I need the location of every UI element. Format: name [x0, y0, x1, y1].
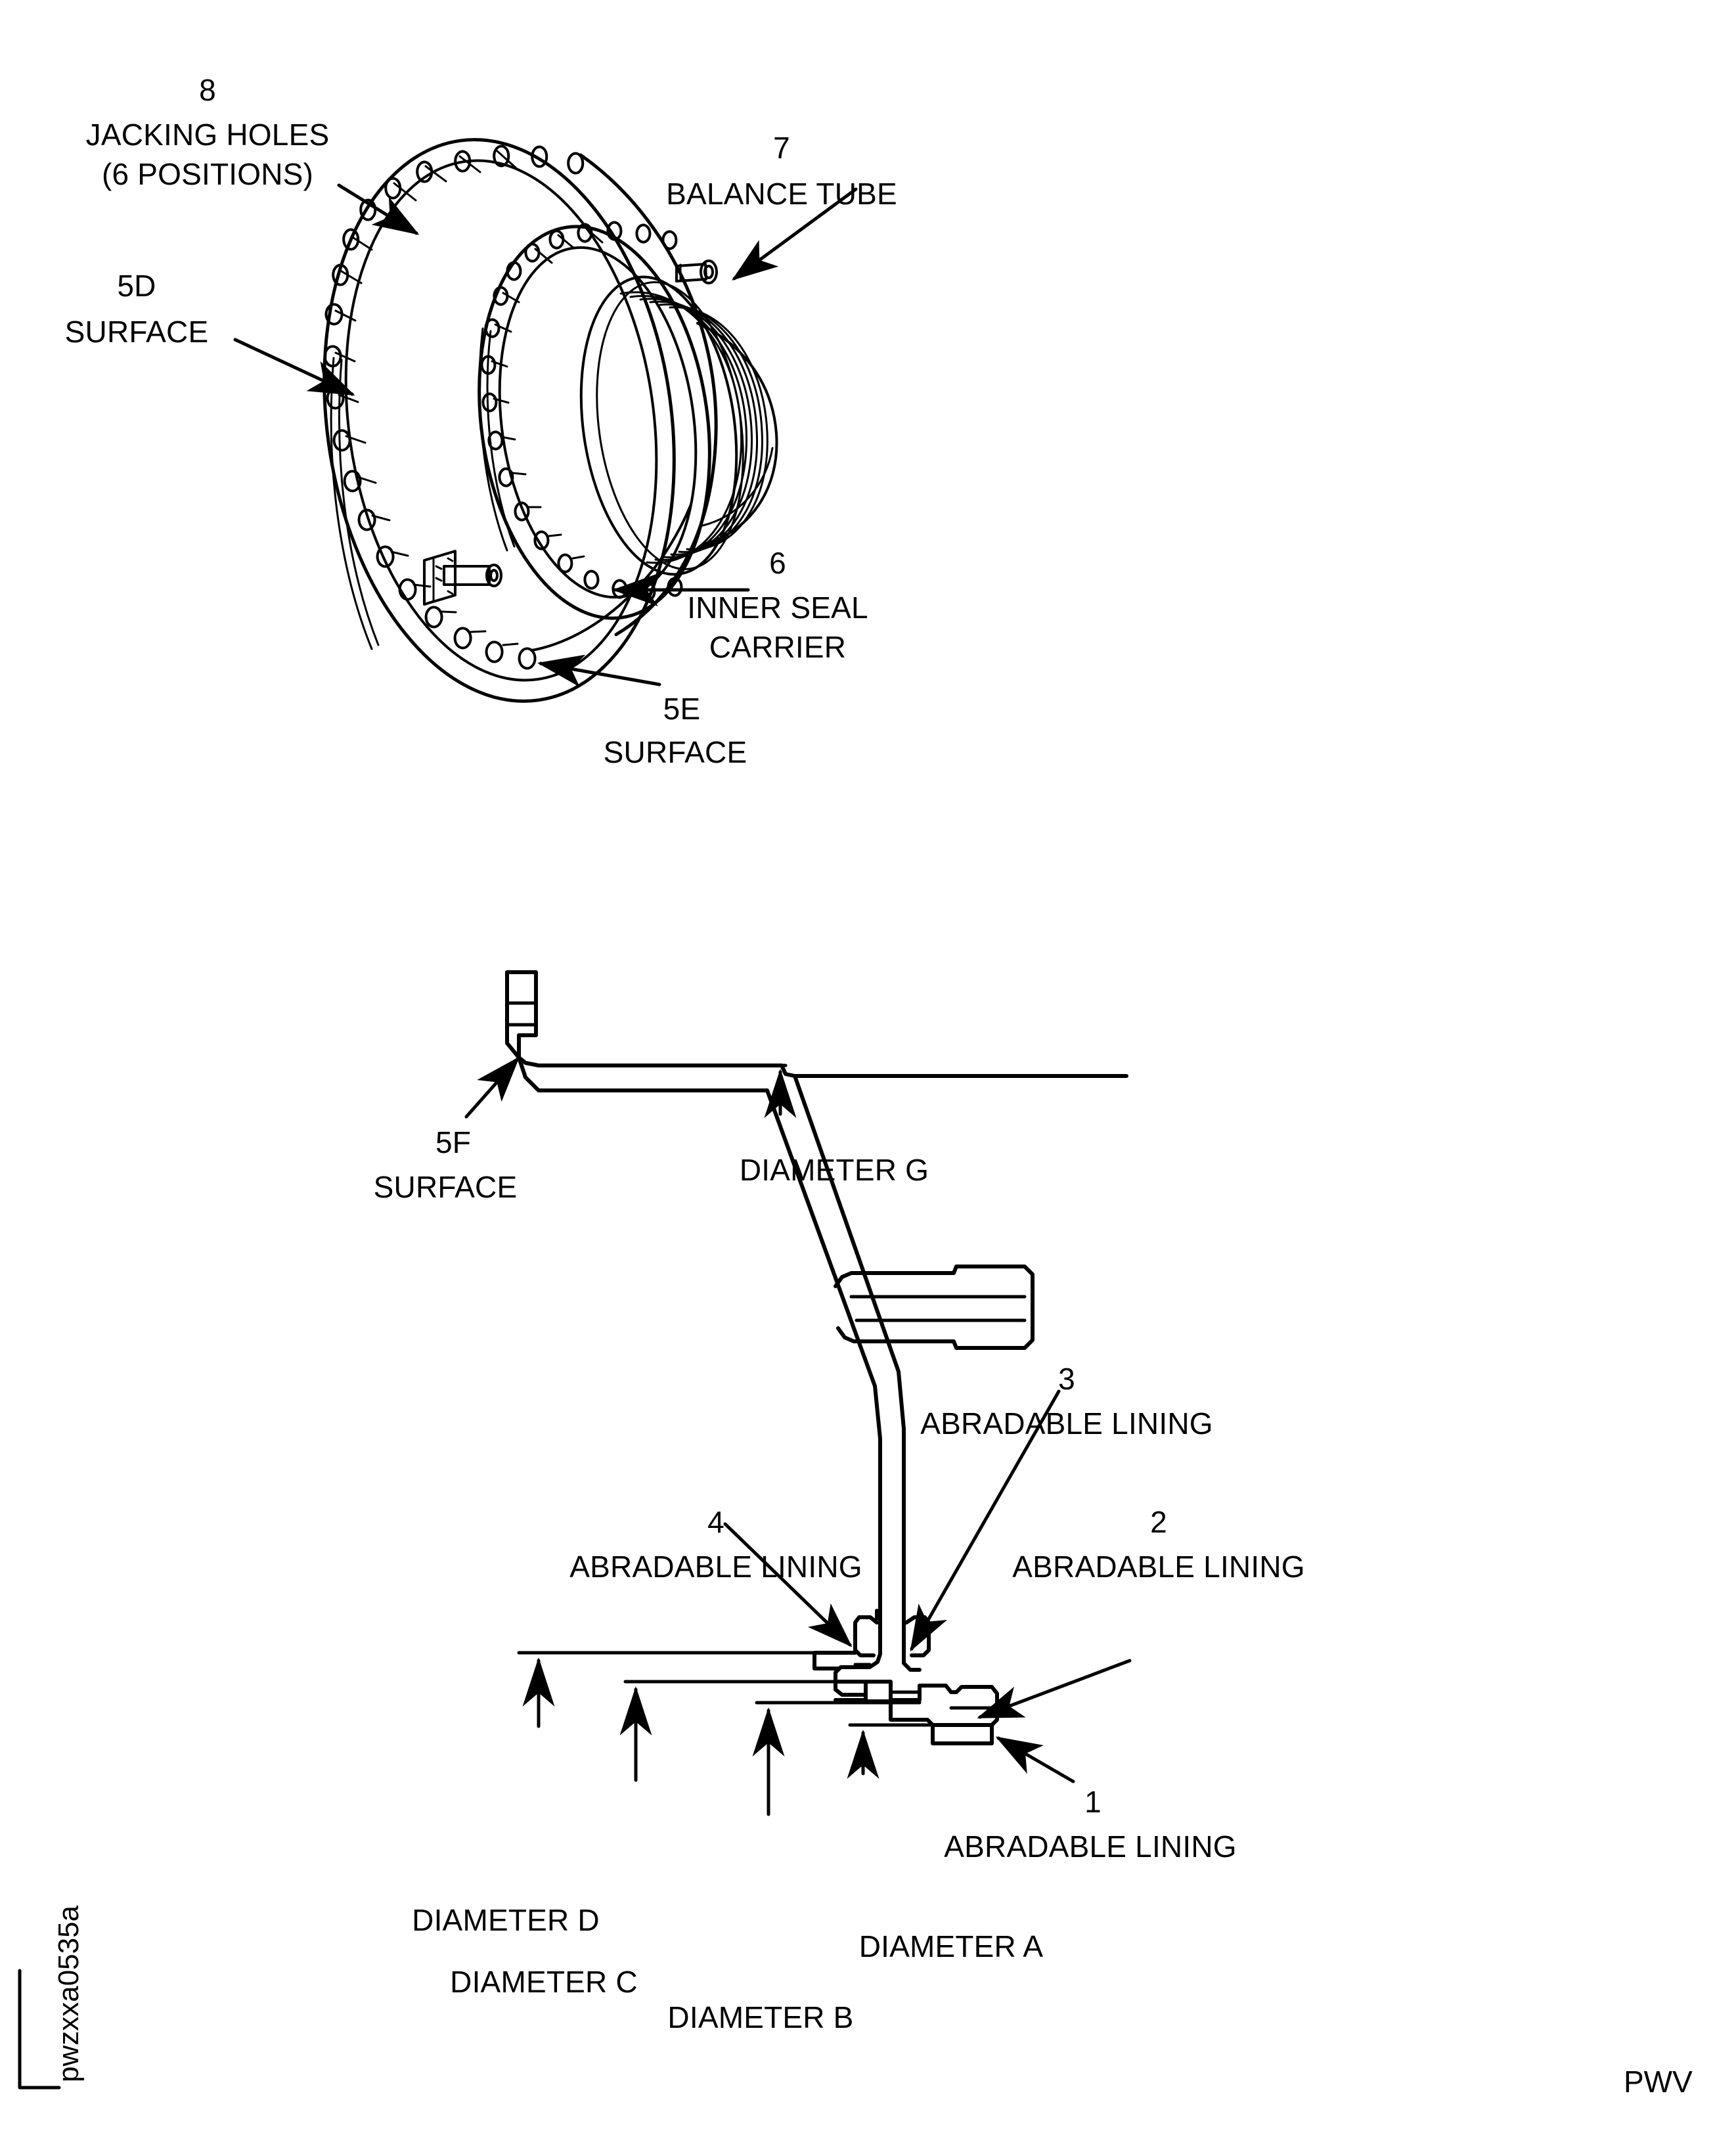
mounting-bracket-stud — [423, 550, 502, 606]
section-leaders — [464, 1056, 1132, 1783]
callout-number-6: 6 — [769, 546, 786, 580]
leader-abradable-4 — [723, 1522, 853, 1647]
leader-abradable-3 — [910, 1389, 1061, 1652]
callout-number-3: 3 — [1058, 1362, 1075, 1396]
outer-flange-bolt-holes — [323, 145, 585, 670]
leader-abradable-2 — [977, 1659, 1132, 1719]
leader-balance-tube — [731, 187, 858, 280]
drawing-code-vertical: pwzxxa0535a — [53, 1905, 85, 2082]
callout-label-abradable-4: ABRADABLE LINING — [569, 1550, 862, 1584]
callout-number-7: 7 — [773, 131, 790, 165]
callout-label-inner-seal-carrier-line1: INNER SEAL — [687, 591, 868, 625]
isometric-seal-ring — [323, 138, 778, 703]
leader-jacking-holes — [337, 183, 420, 235]
cross-section-profile — [505, 970, 1128, 1745]
leader-5e-surface — [537, 654, 661, 687]
callout-number-5e: 5E — [663, 692, 701, 726]
callout-label-abradable-2: ABRADABLE LINING — [1012, 1550, 1305, 1584]
callout-label-5e-surface: SURFACE — [603, 735, 747, 769]
mid-boss — [834, 1265, 1035, 1350]
footer-code: PWV — [1624, 2065, 1693, 2099]
inner-seal-carrier-rings — [579, 275, 778, 576]
callout-label-jacking-holes-line1: JACKING HOLES — [85, 118, 330, 152]
callout-number-1: 1 — [1084, 1785, 1102, 1819]
callout-number-8: 8 — [199, 73, 216, 107]
callout-label-abradable-3: ABRADABLE LINING — [920, 1406, 1213, 1441]
leader-abradable-1 — [995, 1736, 1075, 1783]
leader-5d-surface — [233, 338, 355, 396]
drawing-code-bracket — [18, 1969, 61, 2090]
callout-label-abradable-1: ABRADABLE LINING — [944, 1829, 1237, 1864]
dimension-lines — [517, 1064, 975, 1816]
callout-label-5f-surface: SURFACE — [373, 1170, 518, 1204]
callout-label-inner-seal-carrier-line2: CARRIER — [709, 630, 847, 664]
callout-label-diameter-a: DIAMETER A — [858, 1929, 1044, 1963]
callout-label-5d-surface: SURFACE — [64, 315, 209, 349]
callout-label-diameter-g: DIAMETER G — [739, 1153, 929, 1187]
callout-label-diameter-d: DIAMETER D — [412, 1903, 600, 1937]
callout-label-jacking-holes-line2: (6 POSITIONS) — [101, 157, 314, 191]
callout-number-5d: 5D — [117, 269, 156, 303]
isometric-leaders — [233, 183, 858, 687]
callout-number-2: 2 — [1150, 1505, 1167, 1539]
callout-label-diameter-b: DIAMETER B — [667, 2000, 854, 2034]
balance-tube-boss — [675, 259, 718, 284]
leader-5f-surface — [464, 1056, 520, 1119]
callout-label-balance-tube: BALANCE TUBE — [666, 177, 897, 211]
callout-number-5f: 5F — [435, 1125, 472, 1159]
callout-label-diameter-c: DIAMETER C — [450, 1965, 638, 1999]
callout-number-4: 4 — [707, 1505, 724, 1539]
